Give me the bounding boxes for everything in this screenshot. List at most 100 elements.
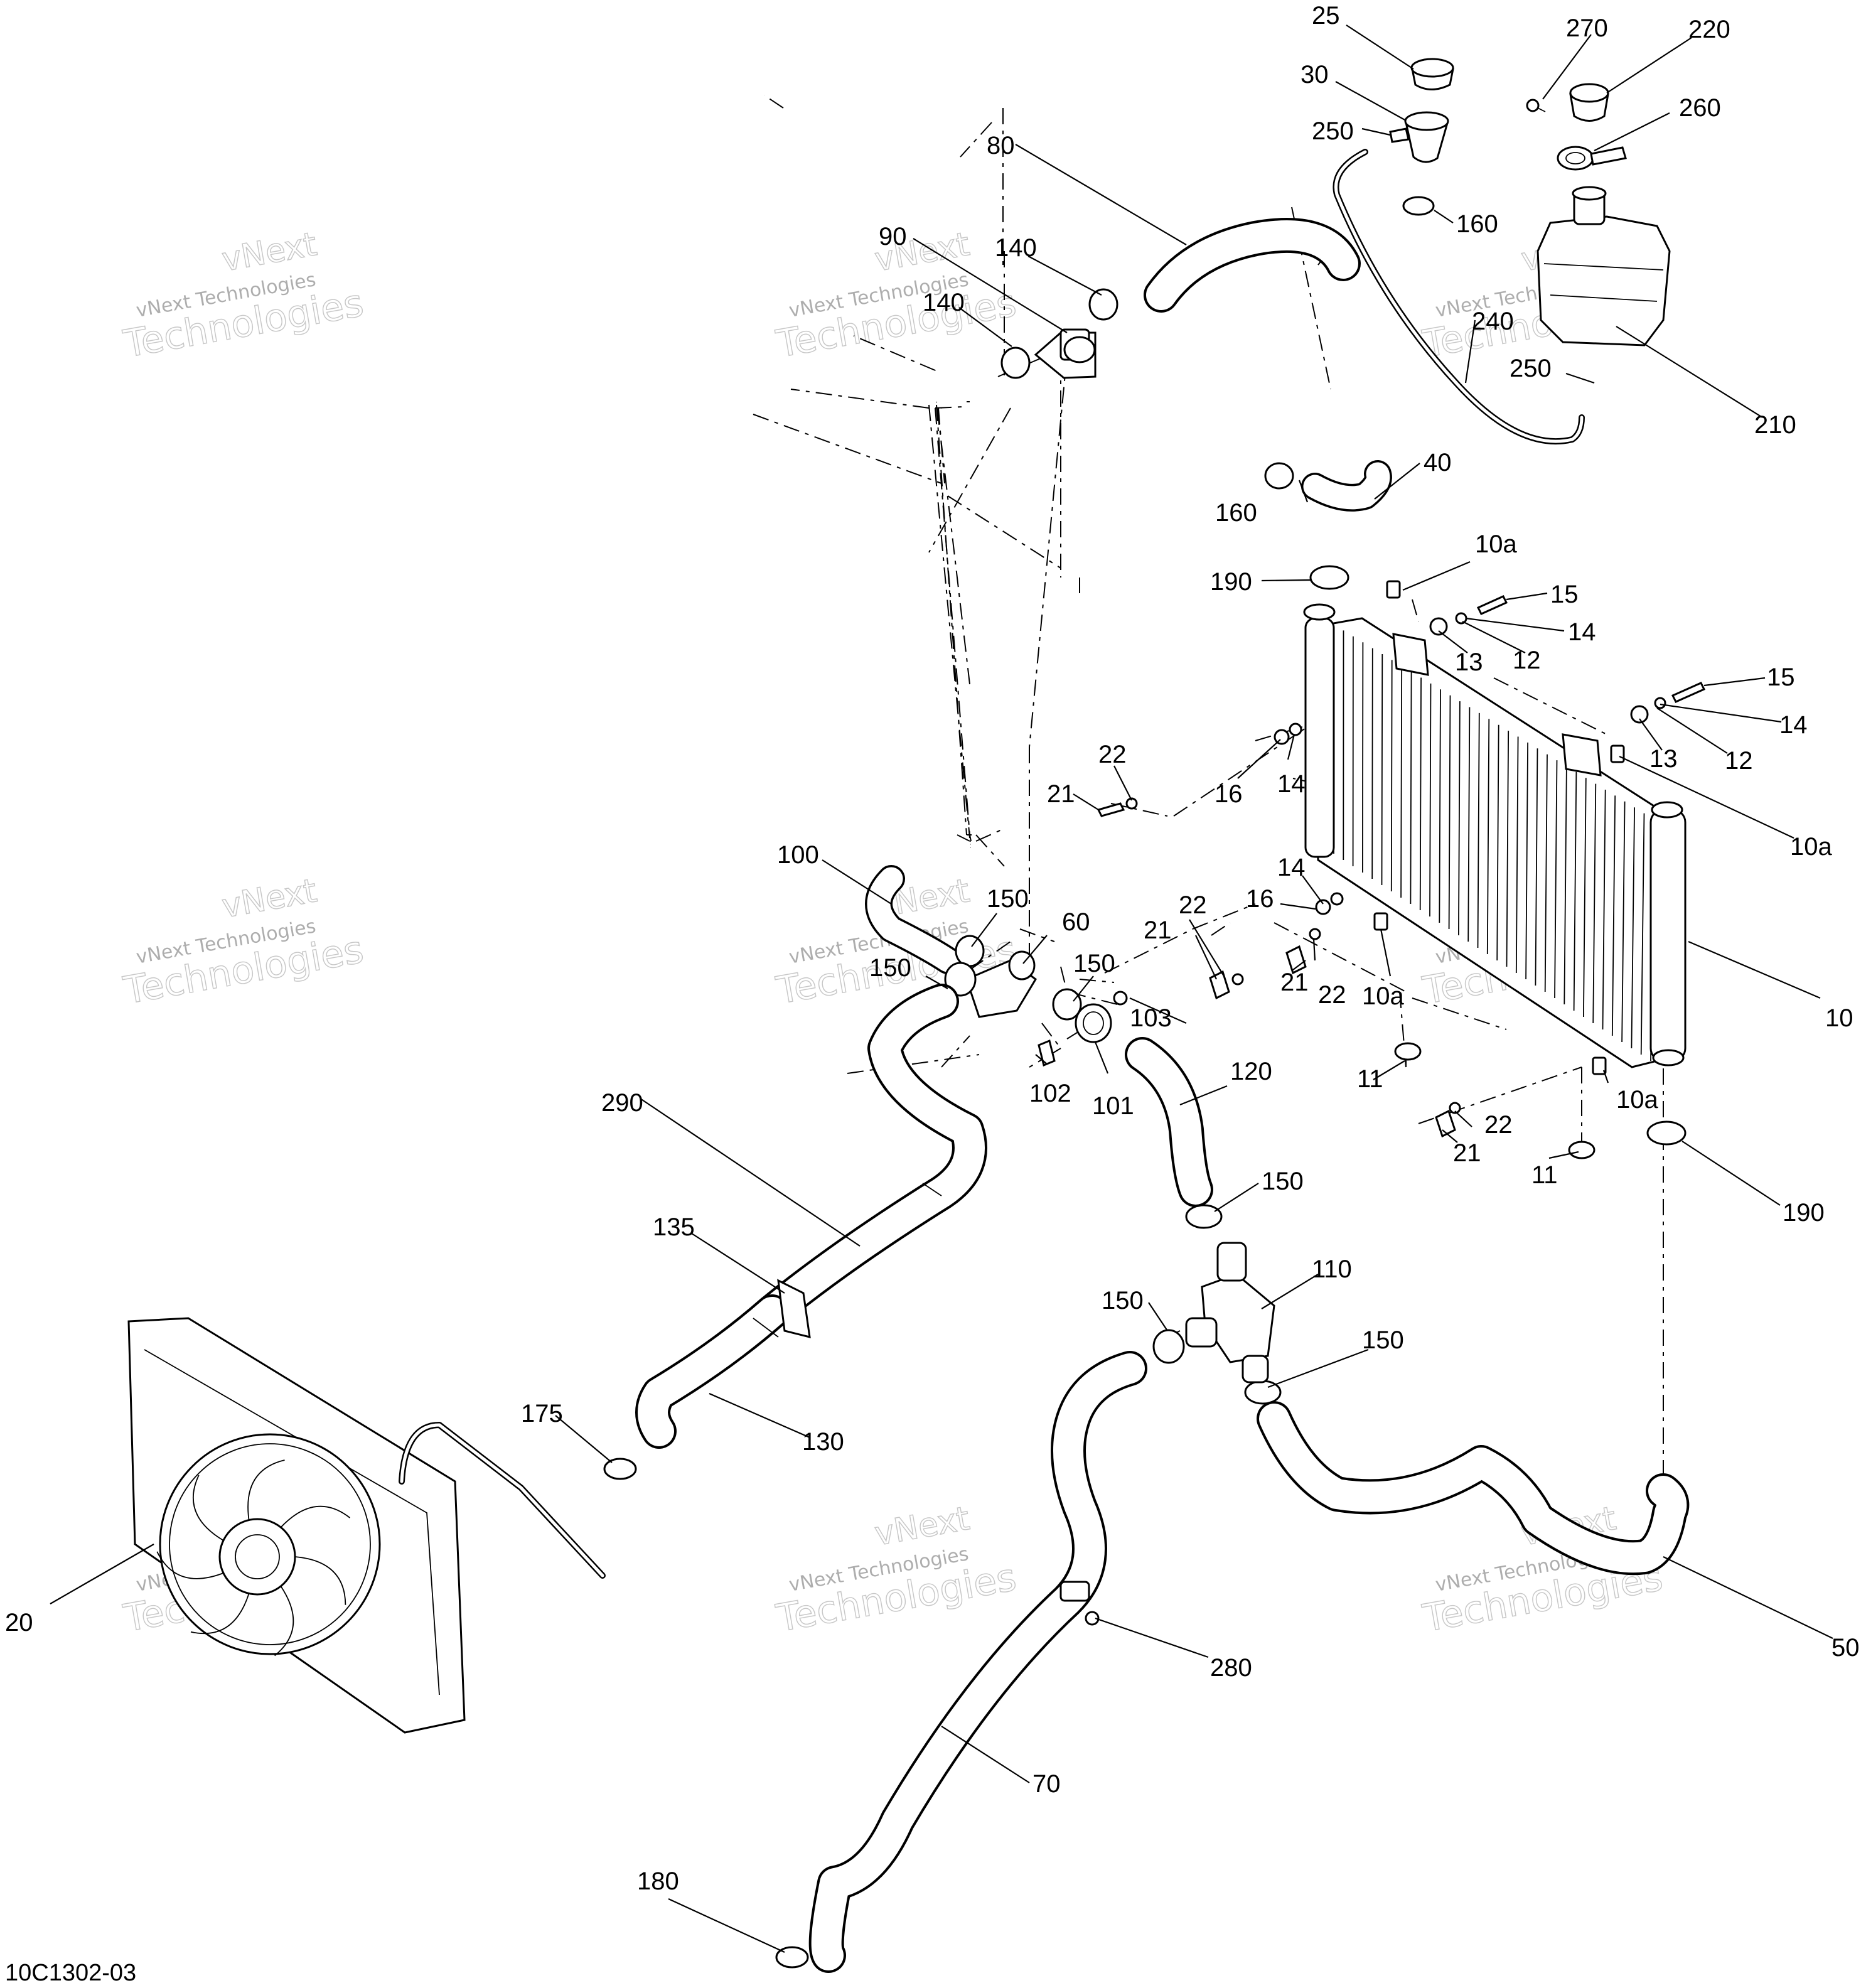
callout-120: 120: [1230, 1058, 1272, 1085]
callout-150-b: 150: [1073, 950, 1115, 977]
bypass-hose-100: [865, 865, 962, 974]
callout-70: 70: [1032, 1770, 1061, 1798]
callout-80: 80: [987, 132, 1015, 159]
callout-190-b: 190: [1783, 1199, 1825, 1227]
callout-10: 10: [1825, 1004, 1853, 1032]
hose-support-135: [753, 1183, 942, 1338]
callout-160-b: 160: [1215, 499, 1257, 527]
callout-280: 280: [1210, 1654, 1252, 1682]
fan-assembly: [127, 1317, 606, 1734]
mounting-hardware: [1038, 580, 1706, 1159]
callout-14-c: 14: [1277, 770, 1306, 798]
callout-175: 175: [521, 1400, 563, 1427]
callout-25: 25: [1312, 2, 1340, 30]
callout-110: 110: [1312, 1255, 1352, 1283]
thermostat-housing: [1185, 1242, 1275, 1384]
callout-250: 250: [1312, 117, 1354, 145]
callout-12-b: 12: [1725, 747, 1753, 775]
callout-21-d: 21: [1453, 1139, 1481, 1167]
callout-260: 260: [1679, 94, 1721, 122]
callout-150-d: 150: [1262, 1168, 1304, 1195]
callout-22-b: 22: [1179, 891, 1207, 919]
reservoir-cap: [1569, 83, 1609, 122]
callout-20: 20: [5, 1609, 33, 1636]
cap-retainer-strap: [1557, 146, 1627, 171]
callout-14-b: 14: [1779, 711, 1808, 739]
lower-radiator-hose: [1257, 1401, 1690, 1576]
callout-21-b: 21: [1144, 916, 1172, 944]
callout-40: 40: [1424, 449, 1452, 476]
callout-160: 160: [1456, 210, 1498, 238]
hose-clamp-140: [1000, 288, 1118, 379]
callout-22: 22: [1098, 741, 1127, 768]
callout-50: 50: [1832, 1634, 1860, 1662]
callout-290: 290: [601, 1089, 643, 1117]
callout-90: 90: [879, 223, 907, 250]
callout-190: 190: [1210, 568, 1252, 596]
callout-21: 21: [1047, 780, 1075, 808]
callout-13: 13: [1455, 648, 1483, 676]
radiator-cap: [1410, 58, 1454, 90]
callout-103: 103: [1130, 1004, 1172, 1032]
callout-10a: 10a: [1475, 530, 1517, 558]
callout-10a-b: 10a: [1790, 833, 1832, 861]
callout-22-c: 22: [1318, 981, 1346, 1009]
callout-11-b: 11: [1531, 1161, 1558, 1189]
hose-clamp-160: [1264, 196, 1435, 490]
callout-21-c: 21: [1280, 969, 1309, 996]
callout-220: 220: [1688, 16, 1730, 43]
callout-15: 15: [1550, 581, 1579, 608]
callout-10a-d: 10a: [1616, 1086, 1658, 1114]
callout-250-b: 250: [1510, 355, 1552, 382]
callout-11: 11: [1357, 1065, 1383, 1093]
callout-16-b: 16: [1246, 885, 1274, 913]
hose-70: [808, 1351, 1147, 1973]
t-fitting: [1034, 328, 1097, 379]
callout-15-b: 15: [1767, 664, 1795, 691]
callout-150-f: 150: [1362, 1326, 1404, 1354]
callout-14-d: 14: [1277, 854, 1306, 881]
leader-lines: [50, 24, 1833, 1953]
elbow-hose-40: [1301, 460, 1392, 512]
callout-130: 130: [802, 1428, 844, 1456]
clip-280: [1059, 1581, 1100, 1626]
diagram-code: 10C1302-03: [5, 1960, 136, 1986]
callout-180: 180: [637, 1867, 679, 1895]
hose-120: [1125, 1037, 1213, 1207]
callout-22-d: 22: [1484, 1111, 1513, 1139]
callout-100: 100: [777, 841, 819, 869]
upper-radiator-hose: [1144, 218, 1361, 313]
callout-210: 210: [1754, 411, 1796, 439]
screw-270: [1526, 99, 1546, 112]
callout-140: 140: [995, 234, 1037, 262]
callout-labels: 25 30 250 270 220 260 160 80 90 140 140 …: [5, 2, 1860, 1986]
hose-290: [754, 984, 987, 1330]
clamp-101: [1075, 1003, 1112, 1043]
callout-140-b: 140: [923, 289, 965, 316]
callout-30: 30: [1301, 61, 1329, 89]
callout-150: 150: [987, 885, 1029, 913]
clamp-175: [603, 1458, 637, 1480]
callout-135: 135: [653, 1213, 695, 1241]
callout-13-b: 13: [1649, 745, 1678, 773]
coolant-reservoir: [1537, 186, 1671, 347]
callout-102: 102: [1029, 1080, 1071, 1107]
callout-240: 240: [1472, 308, 1514, 335]
callout-60: 60: [1062, 908, 1090, 936]
callout-150-c: 150: [869, 954, 911, 982]
callout-270: 270: [1566, 14, 1608, 42]
hose-clamp-150: [944, 935, 1282, 1405]
callout-12: 12: [1513, 647, 1541, 674]
filler-neck: [1389, 111, 1449, 163]
hose-clamp-190: [1309, 565, 1687, 1146]
callout-16: 16: [1215, 780, 1243, 808]
callout-101: 101: [1092, 1092, 1134, 1120]
callout-14: 14: [1568, 618, 1596, 646]
callout-10a-c: 10a: [1362, 982, 1404, 1010]
callout-150-e: 150: [1102, 1287, 1144, 1314]
